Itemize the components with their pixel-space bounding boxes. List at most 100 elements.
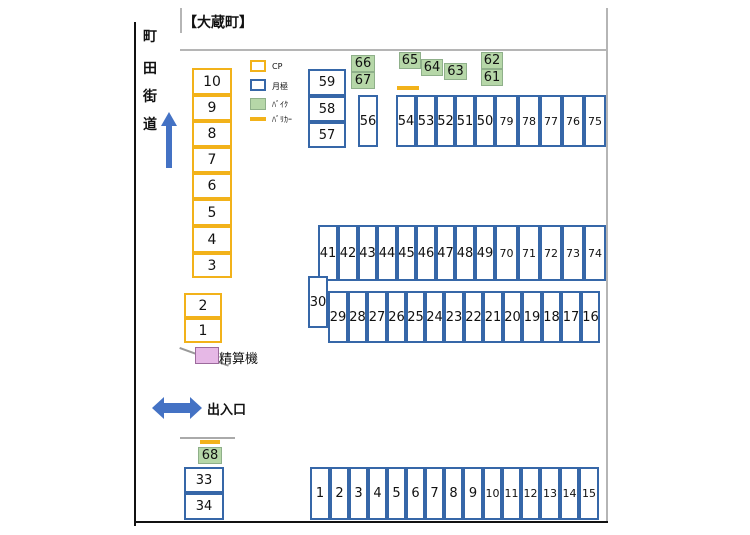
monthly-space: 9 <box>463 467 483 520</box>
monthly-space: 13 <box>540 467 560 520</box>
lot-frame-right-top <box>606 8 608 50</box>
bike-space: 64 <box>421 59 443 76</box>
bike-space: 62 <box>481 52 503 69</box>
monthly-space: 74 <box>584 225 606 281</box>
monthly-space: 77 <box>540 95 562 147</box>
monthly-space: 56 <box>358 95 378 147</box>
monthly-space: 3 <box>349 467 368 520</box>
barricade-marker <box>397 86 419 90</box>
monthly-space: 26 <box>387 291 406 343</box>
entrance-label: 出入口 <box>207 403 247 418</box>
cp-space: 9 <box>192 95 232 121</box>
monthly-space: 20 <box>503 291 522 343</box>
monthly-space: 1 <box>310 467 330 520</box>
monthly-space: 15 <box>579 467 599 520</box>
entrance-double-arrow-icon <box>152 397 202 419</box>
legend-bike-label: ﾊﾞｲｸ <box>272 100 288 109</box>
monthly-space: 30 <box>308 276 328 328</box>
pay-machine-icon <box>195 347 219 364</box>
lot-frame-right <box>606 49 608 522</box>
bike-space: 65 <box>399 52 421 69</box>
monthly-space: 43 <box>358 225 377 281</box>
cp-space: 6 <box>192 173 232 199</box>
monthly-space: 27 <box>367 291 387 343</box>
monthly-space: 52 <box>436 95 455 147</box>
monthly-space: 4 <box>368 467 387 520</box>
monthly-space: 51 <box>455 95 475 147</box>
cp-space: 3 <box>192 253 232 278</box>
monthly-space: 28 <box>348 291 367 343</box>
monthly-space: 12 <box>521 467 540 520</box>
monthly-space: 70 <box>495 225 518 281</box>
cp-space: 8 <box>192 121 232 147</box>
monthly-space: 23 <box>444 291 464 343</box>
cp-space: 10 <box>192 68 232 95</box>
monthly-space: 59 <box>308 69 346 96</box>
monthly-space: 17 <box>561 291 581 343</box>
monthly-space: 46 <box>416 225 436 281</box>
lot-frame-left-top <box>180 8 182 33</box>
monthly-space: 34 <box>184 493 224 520</box>
cp-space: 7 <box>192 147 232 173</box>
monthly-space: 47 <box>436 225 455 281</box>
legend-cp-label: CP <box>272 62 283 71</box>
monthly-space: 33 <box>184 467 224 493</box>
bike-space: 61 <box>481 69 503 86</box>
monthly-space: 54 <box>396 95 416 147</box>
monthly-space: 73 <box>562 225 584 281</box>
monthly-space: 24 <box>425 291 444 343</box>
monthly-space: 79 <box>495 95 518 147</box>
bike-space: 68 <box>198 447 222 464</box>
cp-space: 5 <box>192 199 232 226</box>
monthly-space: 5 <box>387 467 406 520</box>
legend-monthly-swatch <box>250 79 266 91</box>
monthly-space: 72 <box>540 225 562 281</box>
monthly-space: 50 <box>475 95 495 147</box>
pay-machine-label: 精算機 <box>219 352 259 367</box>
monthly-space: 18 <box>542 291 561 343</box>
monthly-space: 45 <box>397 225 416 281</box>
monthly-space: 7 <box>425 467 444 520</box>
monthly-space: 76 <box>562 95 584 147</box>
monthly-space: 44 <box>377 225 397 281</box>
legend-barricade-swatch <box>250 117 266 121</box>
monthly-space: 58 <box>308 96 346 122</box>
monthly-space: 22 <box>464 291 483 343</box>
monthly-space: 16 <box>581 291 600 343</box>
barricade-marker <box>200 440 220 444</box>
monthly-space: 42 <box>338 225 358 281</box>
monthly-space: 11 <box>502 467 521 520</box>
legend-cp-swatch <box>250 60 266 72</box>
cp-space: 4 <box>192 226 232 253</box>
legend-bike-swatch <box>250 98 266 110</box>
monthly-space: 49 <box>475 225 495 281</box>
lot-title: 【大蔵町】 <box>183 15 253 31</box>
legend-barricade-label: ﾊﾞﾘｶｰ <box>272 115 292 124</box>
monthly-space: 19 <box>522 291 542 343</box>
monthly-space: 14 <box>560 467 579 520</box>
monthly-space: 48 <box>455 225 475 281</box>
bike-space: 66 <box>351 55 375 72</box>
monthly-space: 78 <box>518 95 540 147</box>
bike-space: 63 <box>444 63 467 80</box>
road-name-char: 町 <box>143 29 157 45</box>
road-name-char: 街 <box>143 89 157 105</box>
cp-space: 1 <box>184 318 222 343</box>
monthly-space: 25 <box>406 291 425 343</box>
monthly-space: 10 <box>483 467 502 520</box>
monthly-space: 41 <box>318 225 338 281</box>
lot-frame-bottom <box>134 521 608 523</box>
bike-space: 67 <box>351 72 375 89</box>
bottom-left-curb-line <box>180 437 235 439</box>
road-name-char: 道 <box>143 117 157 133</box>
monthly-space: 6 <box>406 467 425 520</box>
road-direction-arrow-icon <box>161 112 177 168</box>
lot-frame-top <box>180 49 608 51</box>
monthly-space: 53 <box>416 95 436 147</box>
monthly-space: 75 <box>584 95 606 147</box>
machida-road-line <box>134 22 136 526</box>
monthly-space: 8 <box>444 467 463 520</box>
monthly-space: 21 <box>483 291 503 343</box>
monthly-space: 29 <box>328 291 348 343</box>
monthly-space: 71 <box>518 225 540 281</box>
